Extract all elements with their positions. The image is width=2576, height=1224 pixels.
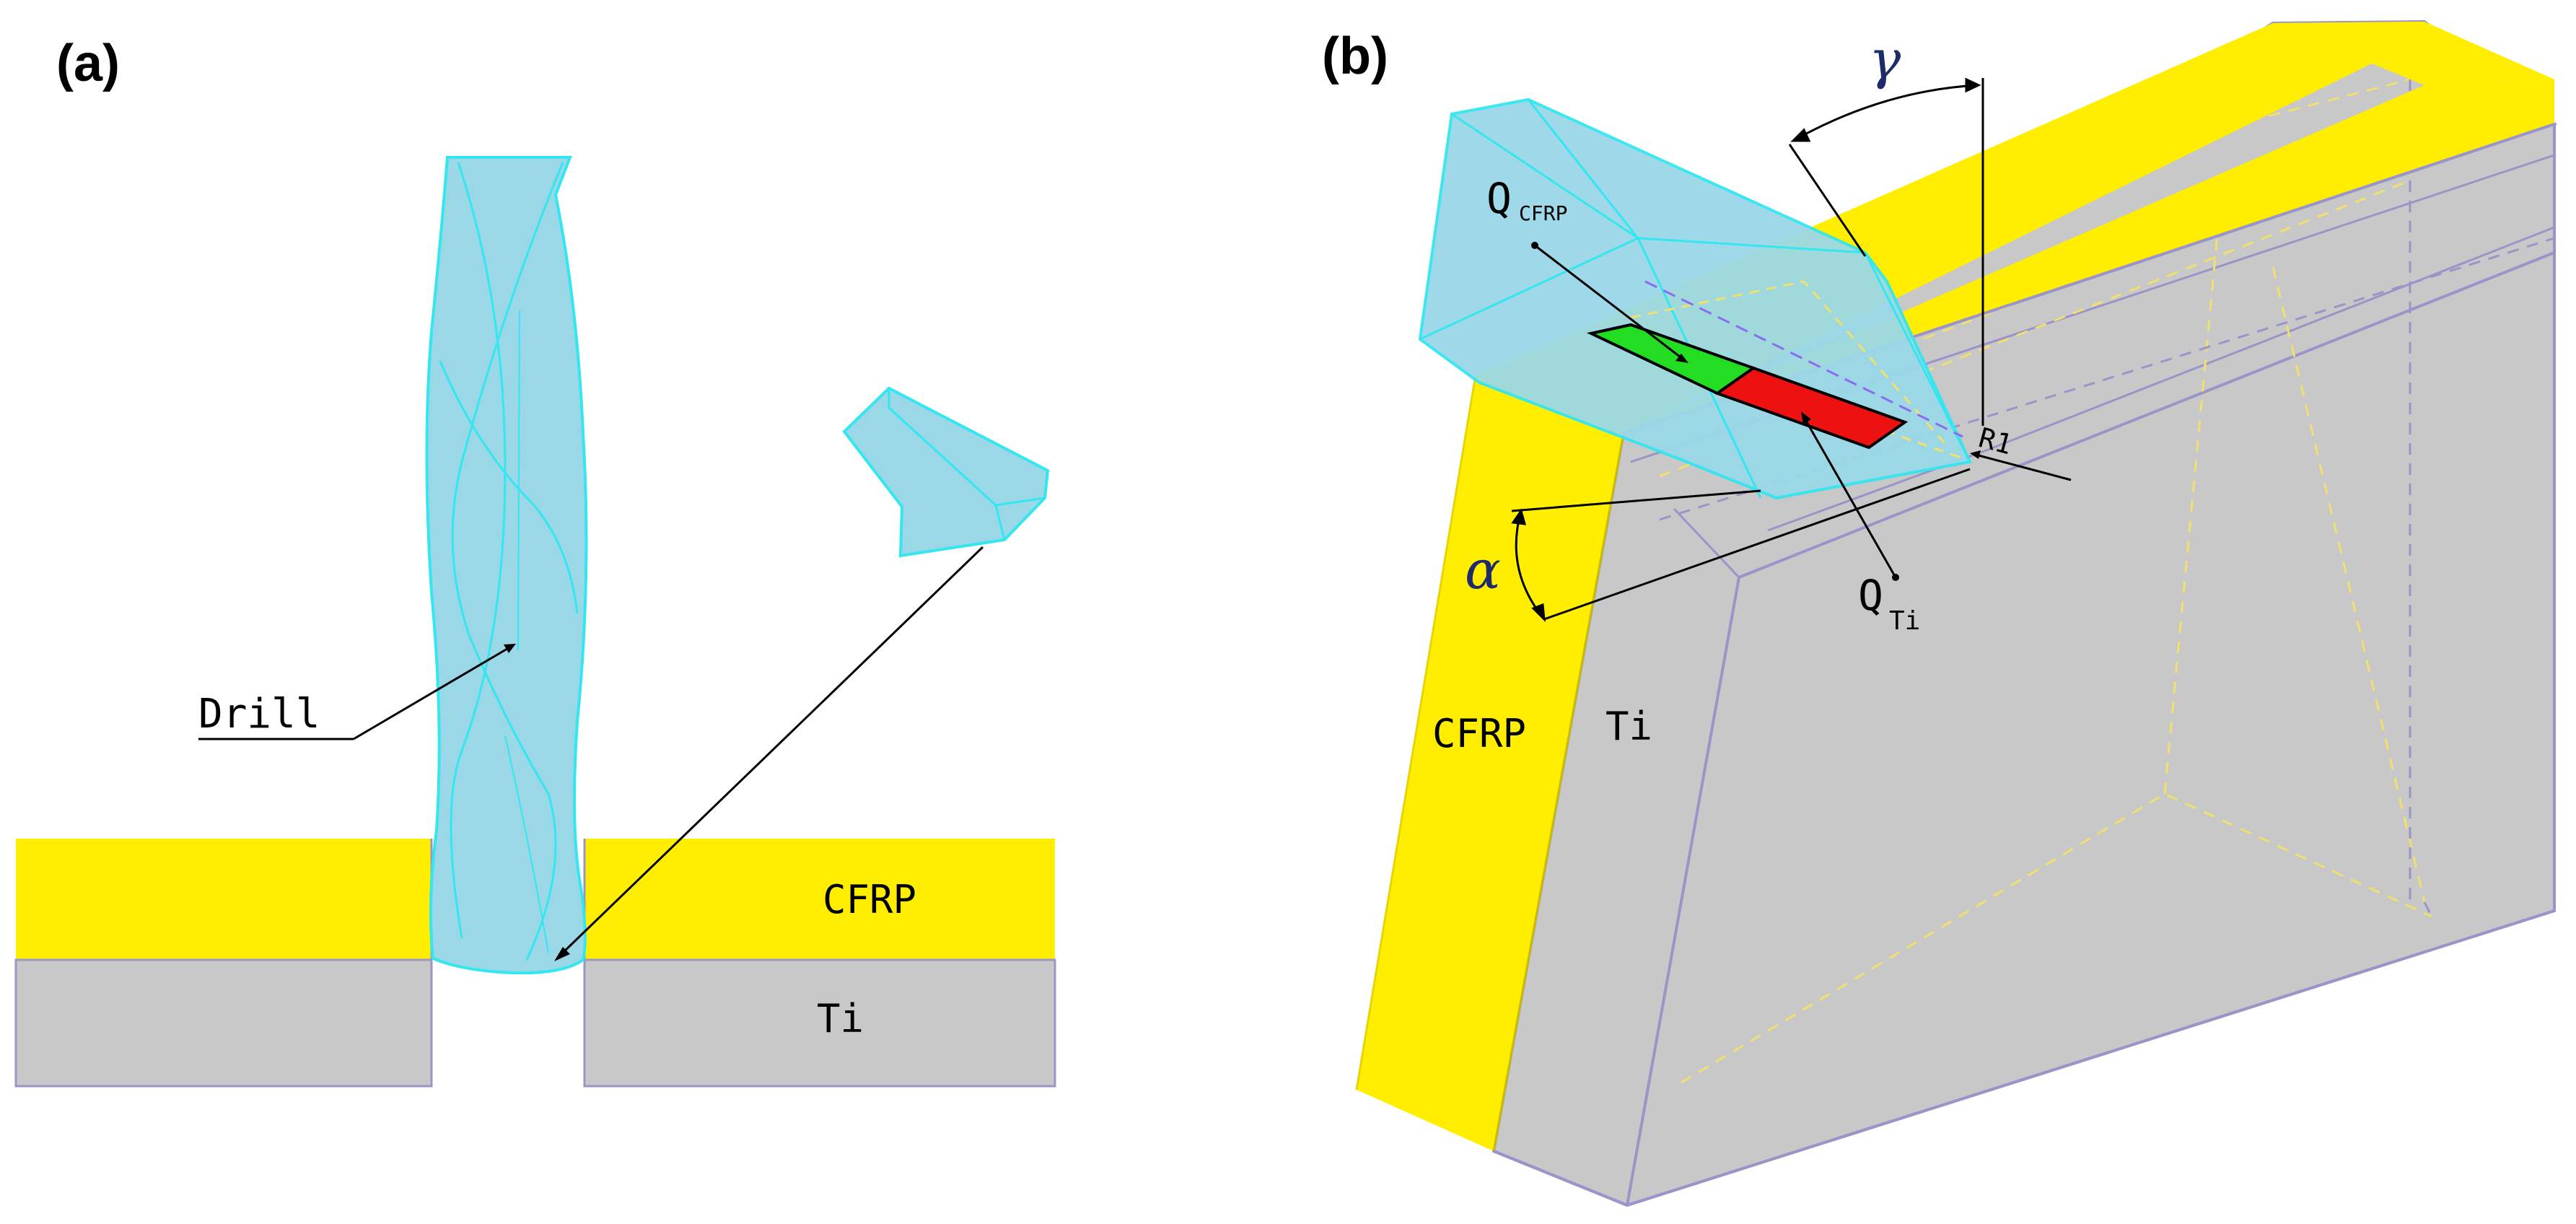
drill-label-group: Drill (198, 644, 516, 740)
drill-label: Drill (198, 691, 320, 738)
q-ti-subscript: Ti (1889, 606, 1920, 636)
tip-leader-arrow (554, 546, 984, 961)
drill-body (425, 156, 588, 975)
heat-source-ti (1714, 366, 1909, 450)
ti-label-a: Ti (817, 996, 864, 1041)
q-cfrp-subscript: CFRP (1519, 201, 1567, 225)
ti-layer-a (14, 839, 1056, 1088)
panel-a-label: (a) (56, 35, 120, 92)
cfrp-label-b: CFRP (1432, 711, 1526, 756)
alpha-symbol: α (1465, 539, 1501, 601)
panel-a: (a) (14, 35, 1056, 1088)
cfrp-label-a: CFRP (823, 877, 916, 922)
panel-b-label: (b) (1322, 27, 1388, 85)
r1-leader (1970, 450, 2072, 481)
alpha-dimension (1511, 468, 1971, 623)
q-cfrp-leader (1531, 242, 1688, 363)
q-ti-label: Q (1858, 571, 1883, 620)
ti-label-b: Ti (1605, 704, 1652, 749)
gamma-dimension (1788, 77, 1984, 426)
gamma-symbol: γ (1869, 29, 1901, 91)
panel-b: (b) (1322, 19, 2558, 1207)
cfrp-layer-a (16, 839, 1055, 960)
q-ti-leader (1801, 411, 1899, 581)
q-cfrp-label: Q (1486, 174, 1512, 223)
drill-tip-fragment (842, 386, 1050, 558)
